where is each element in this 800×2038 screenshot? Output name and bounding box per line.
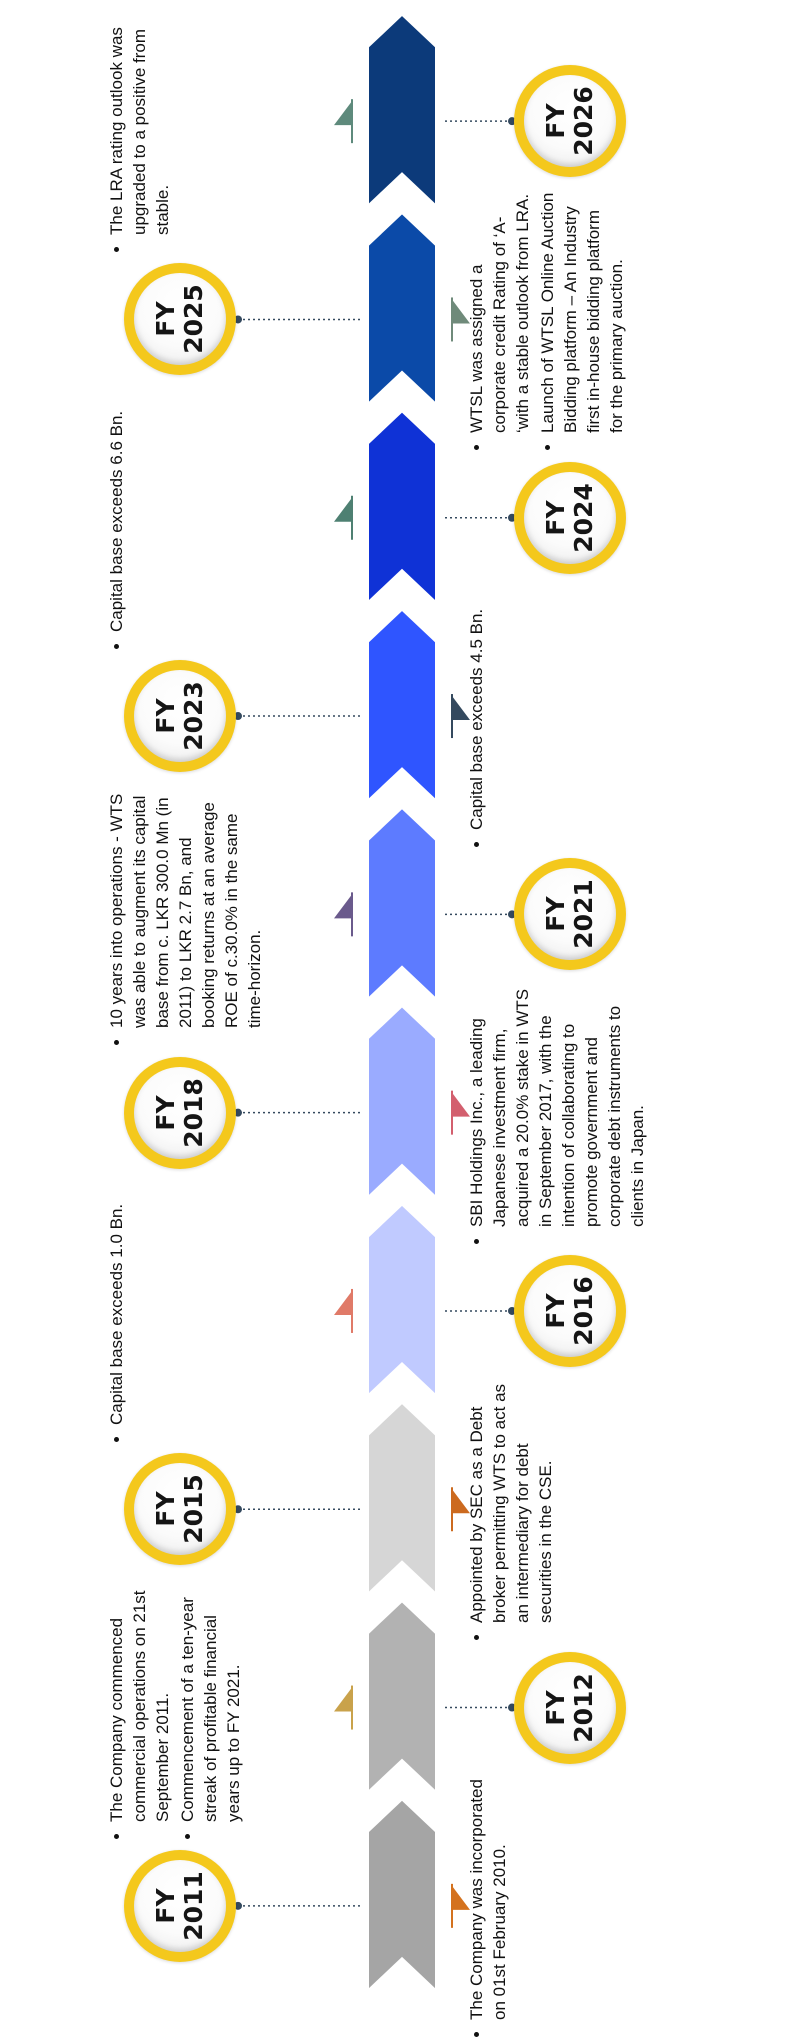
timeline-text-2016: Capital base exceeds 1.0 Bn. [105, 1181, 295, 1441]
badge-fy-label: FY [151, 1491, 180, 1527]
timeline-marker-2015 [451, 1487, 470, 1532]
timeline-chevron-2023 [363, 602, 441, 813]
badge-fy-label: FY [541, 1689, 570, 1726]
timeline-connector-dot [234, 315, 242, 324]
badge-fy-label: FY [151, 1095, 180, 1131]
timeline-marker-2018 [451, 1090, 470, 1135]
timeline-marker-2025 [451, 297, 470, 342]
timeline-bullet: Capital base exceeds 1.0 Bn. [105, 1181, 128, 1425]
timeline-text-2026: The LRA rating outlook was upgraded to a… [105, 0, 295, 251]
badge-year-label: 2023 [179, 681, 208, 751]
badge-fy-label: FY [151, 1888, 180, 1924]
timeline-marker-2021 [334, 892, 353, 937]
timeline-text-2025: WTSL was assigned a corporate credit Rat… [465, 189, 655, 449]
timeline-text-2021: 10 years into operations - WTS was able … [105, 784, 295, 1044]
badge-year-label: 2016 [569, 1276, 598, 1346]
badge-year-label: 2025 [179, 284, 208, 355]
timeline-text-2015: Appointed by SEC as a Debt broker permit… [465, 1379, 655, 1639]
badge-year-label: 2011 [179, 1871, 208, 1941]
badge-year-label: 2026 [569, 86, 598, 156]
timeline-chevron-2016 [363, 1197, 441, 1408]
badge-year-label: 2015 [179, 1474, 208, 1545]
timeline-marker-2024 [334, 495, 353, 540]
timeline-bullet: The Company commenced commercial operati… [105, 1578, 174, 1822]
badge-year-label: 2024 [569, 482, 598, 553]
timeline-marker-2012 [334, 1685, 353, 1730]
badge-year-label: 2018 [179, 1077, 208, 1148]
timeline-chevron-2012 [363, 1594, 441, 1804]
timeline-bullet: Appointed by SEC as a Debt broker permit… [465, 1379, 557, 1623]
badge-year-label: 2021 [569, 879, 598, 950]
timeline-bullet: Capital base exceeds 4.5 Bn. [465, 586, 488, 830]
timeline-chevron-2015 [363, 1395, 441, 1606]
timeline-marker-2023 [451, 694, 470, 739]
timeline-bullet: Launch of WTSL Online Auction Bidding pl… [536, 189, 628, 433]
timeline-chevron-2021 [363, 801, 441, 1011]
timeline-text-2023: Capital base exceeds 4.5 Bn. [465, 586, 655, 846]
timeline-connector-dot [234, 712, 242, 721]
timeline-bullet: The LRA rating outlook was upgraded to a… [105, 0, 174, 235]
timeline-connector-dot [234, 1901, 242, 1910]
timeline-chevron-2025 [363, 206, 441, 416]
timeline-bullet: Capital base exceeds 6.6 Bn. [105, 388, 128, 632]
timeline-marker-2026 [334, 99, 353, 144]
timeline-text-2024: Capital base exceeds 6.6 Bn. [105, 388, 295, 648]
timeline-bullet: The Company was incorporated on 01st Feb… [465, 1776, 511, 2020]
timeline-chevron-2024 [363, 404, 441, 614]
timeline-bullet: Commencement of a ten-year streak of pro… [176, 1578, 245, 1822]
badge-fy-label: FY [151, 301, 180, 338]
timeline-bullet: 10 years into operations - WTS was able … [105, 784, 266, 1028]
timeline-text-2011: The Company was incorporated on 01st Feb… [465, 1776, 655, 2036]
badge-fy-label: FY [541, 896, 570, 932]
badge-year-label: 2012 [569, 1672, 598, 1743]
badge-fy-label: FY [541, 500, 570, 536]
badge-fy-label: FY [151, 698, 180, 734]
timeline-chevron-2018 [363, 999, 441, 1209]
timeline-connector-dot [234, 1108, 242, 1117]
badge-fy-label: FY [541, 1293, 570, 1329]
timeline-text-2012: The Company commenced commercial operati… [105, 1578, 295, 1838]
timeline-bullet: WTSL was assigned a corporate credit Rat… [465, 189, 534, 433]
timeline-bullet: SBI Holdings Inc., a leading Japanese in… [465, 983, 649, 1227]
timeline-marker-2011 [451, 1883, 470, 1928]
timeline-text-2018: SBI Holdings Inc., a leading Japanese in… [465, 983, 655, 1243]
timeline-chevron-2026 [363, 7, 441, 218]
timeline-connector-dot [234, 1505, 242, 1514]
badge-fy-label: FY [541, 103, 570, 139]
timeline-marker-2016 [334, 1288, 353, 1333]
timeline-chevron-2011 [363, 1792, 441, 2000]
